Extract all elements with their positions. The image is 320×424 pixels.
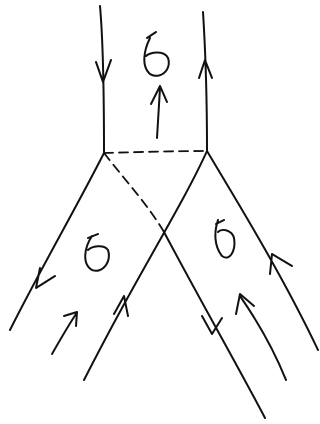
- arrow-up-inner-left: [114, 296, 128, 316]
- arrow-left-outer: [36, 268, 55, 288]
- arrow-up-center: [157, 88, 160, 138]
- rotation-marker-right: [215, 220, 234, 258]
- arrow-up-right-lower: [240, 296, 286, 380]
- dashed-top-edge: [104, 151, 207, 153]
- rotation-marker-left: [85, 234, 109, 271]
- dashed-left-diagonal: [104, 153, 164, 232]
- left-branch-inner-wall: [84, 151, 207, 380]
- arrow-up-left-lower: [52, 314, 76, 354]
- rotation-marker-top: [144, 32, 168, 76]
- right-branch-outer-wall: [207, 151, 318, 350]
- right-branch-inner-wall: [164, 232, 265, 418]
- top-right-wall: [203, 12, 207, 150]
